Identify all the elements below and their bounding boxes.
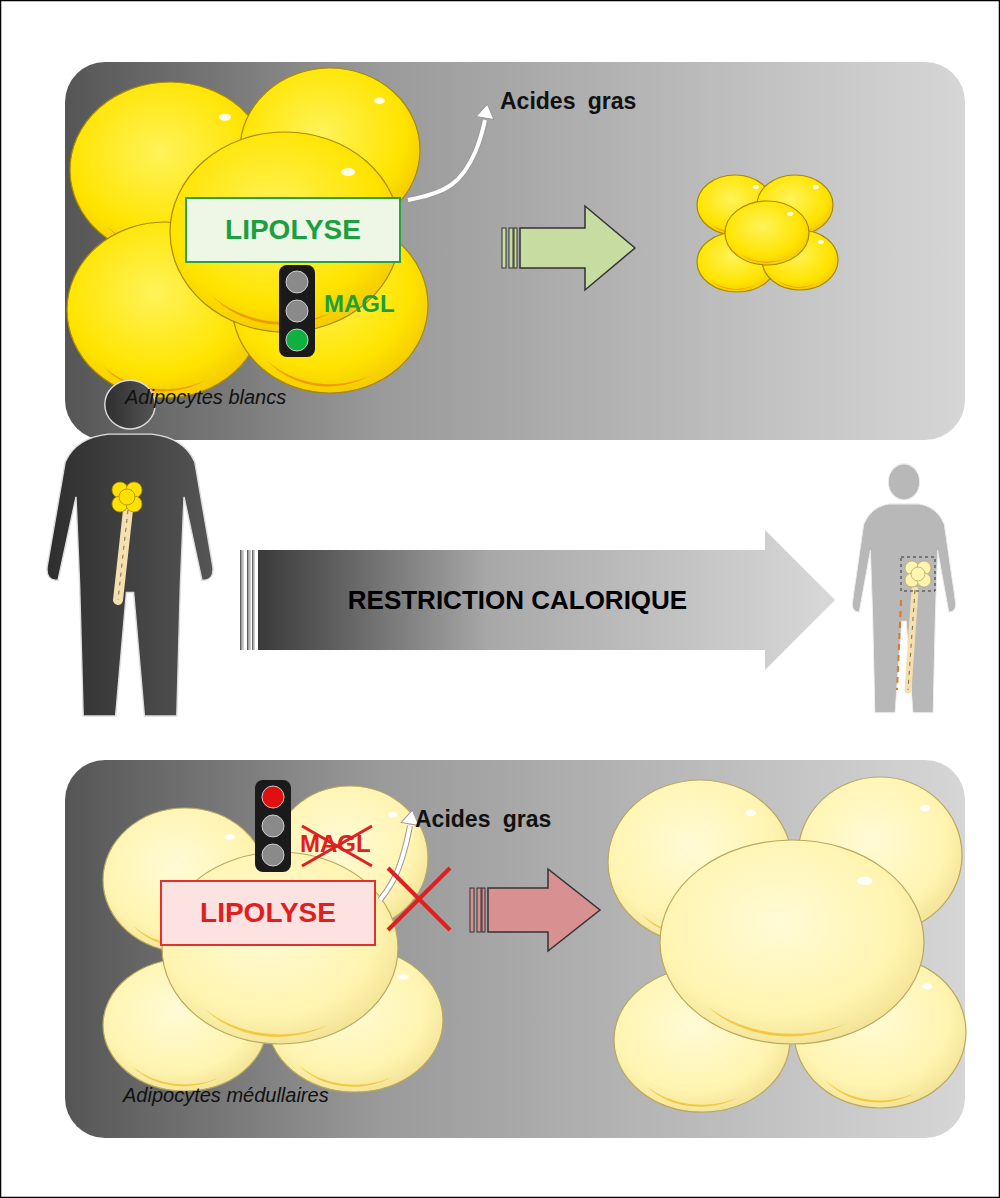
block-arrow [240, 530, 835, 670]
human-silhouette [852, 464, 955, 713]
panel-ground [65, 62, 965, 440]
flow-arrow [408, 103, 496, 200]
enzyme-label: MAGL [300, 830, 371, 858]
traffic-light [279, 265, 315, 357]
bone-outline [897, 600, 901, 690]
node-text: LIPOLYSE [200, 897, 336, 929]
femur-bone [908, 590, 915, 690]
panel: Adipocytes blancs LIPOLYSE [65, 62, 965, 440]
panel-caption: Adipocytes blancs [125, 386, 286, 409]
human-silhouette [47, 380, 213, 716]
adipocyte [660, 840, 924, 1044]
node-text: LIPOLYSE [225, 214, 361, 246]
adipocyte [725, 201, 809, 265]
block-arrow [502, 206, 635, 290]
node-text: RESTRICTION CALORIQUE [348, 585, 687, 616]
process-box: LIPOLYSE [185, 197, 401, 263]
product-label: Acides gras [415, 806, 551, 833]
red-cross [388, 868, 450, 930]
panel-ground [65, 760, 965, 1138]
panel-caption: Adipocytes médullaires [123, 1084, 329, 1107]
zoom-box [901, 557, 935, 591]
enzyme-label: MAGL [324, 290, 395, 318]
block-arrow-label-box: RESTRICTION CALORIQUE [240, 530, 835, 670]
product-label: Acides gras [500, 88, 636, 115]
femur-bone [118, 510, 128, 600]
block-arrow [470, 869, 600, 951]
traffic-light [255, 780, 291, 872]
marrow-fat [119, 489, 135, 505]
process-box: LIPOLYSE [160, 880, 376, 946]
marrow-fat [911, 567, 925, 581]
